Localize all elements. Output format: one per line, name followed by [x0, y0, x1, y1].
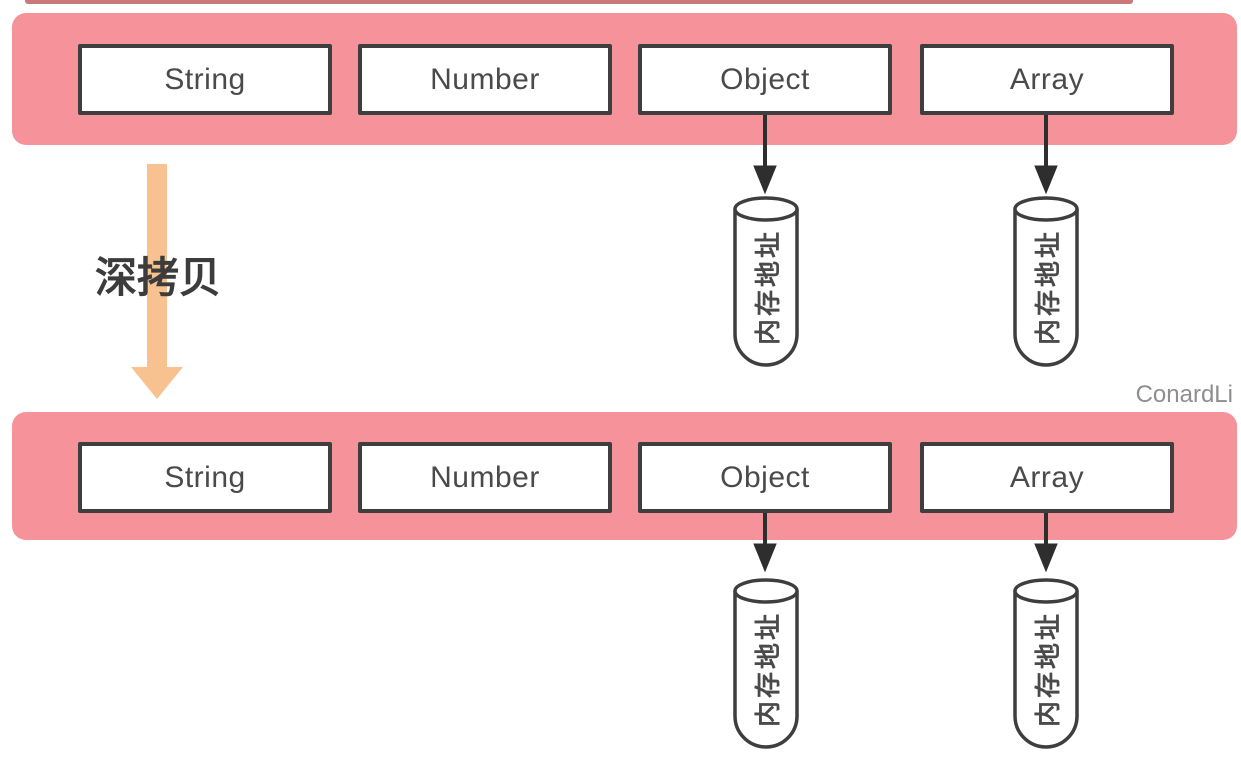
type-box-label: String [164, 460, 246, 494]
memory-address-label-array-original: 内存地址 [1032, 229, 1063, 346]
type-box-object-original: Object [638, 44, 892, 115]
type-box-label: Object [720, 62, 810, 96]
memory-cylinders-row1 [733, 196, 1079, 367]
type-box-label: String [164, 62, 246, 96]
memory-cylinder-array-copy-top [1013, 578, 1079, 604]
deep-copy-arrow-shaft [147, 164, 167, 370]
memory-cylinder-object-copy-top [733, 578, 799, 604]
object-copy-pointer-arrowhead [753, 543, 777, 573]
watermark: ConardLi [1135, 381, 1233, 408]
type-box-string-copy: String [78, 442, 332, 513]
memory-cylinder-array-copy [1013, 591, 1079, 749]
memory-cylinders-row2 [733, 578, 1079, 749]
array-pointer-arrowhead [1034, 165, 1058, 195]
type-box-label: Number [430, 62, 540, 96]
type-box-number-copy: Number [358, 442, 612, 513]
memory-cylinder-object-copy [733, 591, 799, 749]
memory-address-label-array-copy: 内存地址 [1032, 611, 1063, 728]
memory-cylinder-array-original [1013, 209, 1079, 367]
array-copy-pointer-arrowhead [1034, 543, 1058, 573]
memory-cylinder-array-original-top [1013, 196, 1079, 222]
original-types-bar: String Number Object Array [12, 13, 1237, 145]
copied-types-bar: String Number Object Array [12, 412, 1237, 540]
memory-cylinder-object-original [733, 209, 799, 367]
type-box-label: Array [1009, 460, 1085, 494]
cropped-top-edge [25, 0, 1133, 4]
pointer-arrows-row2 [753, 513, 1058, 573]
pointer-arrows-row1 [753, 115, 1058, 195]
type-box-number-original: Number [358, 44, 612, 115]
type-box-label: Array [1009, 62, 1085, 96]
type-box-array-copy: Array [920, 442, 1174, 513]
object-pointer-arrowhead [753, 165, 777, 195]
deep-copy-arrow [131, 164, 183, 399]
memory-address-label-object-copy: 内存地址 [752, 611, 783, 728]
deep-copy-arrowhead [131, 367, 183, 399]
memory-cylinder-object-original-top [733, 196, 799, 222]
memory-address-label-object-original: 内存地址 [752, 229, 783, 346]
type-box-array-original: Array [920, 44, 1174, 115]
type-box-string-original: String [78, 44, 332, 115]
deep-copy-label: 深拷贝 [94, 253, 221, 301]
type-box-object-copy: Object [638, 442, 892, 513]
type-box-label: Number [430, 460, 540, 494]
type-box-label: Object [720, 460, 810, 494]
